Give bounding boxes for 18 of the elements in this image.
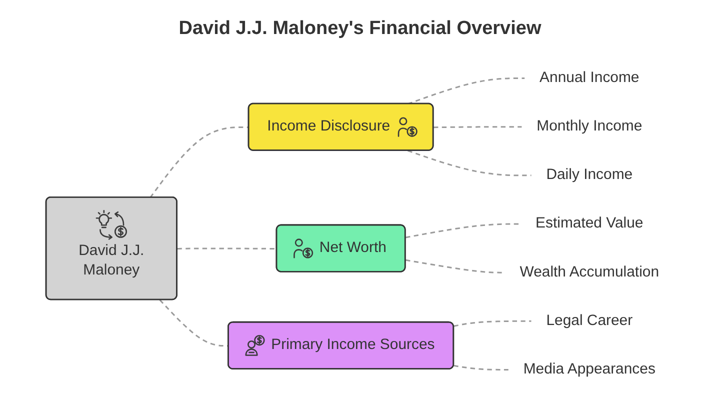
connector: [159, 299, 229, 347]
node-text: Daily Income: [546, 167, 633, 183]
node-text: Wealth Accumulation: [520, 264, 660, 280]
connector: [454, 364, 508, 370]
connector: [150, 126, 249, 198]
connector: [454, 320, 532, 327]
node-text: Media Appearances: [523, 361, 656, 378]
connector: [434, 126, 522, 128]
node-text: Monthly Income: [536, 118, 642, 134]
node-text: Annual Income: [540, 70, 640, 86]
connector: [405, 223, 521, 238]
connector: [177, 248, 277, 250]
title: David J.J. Maloney's Financial Overview: [178, 18, 542, 39]
connector: [408, 78, 525, 105]
node-text: Estimated Value: [536, 216, 644, 232]
node-text: Legal Career: [546, 312, 633, 329]
connector: [408, 150, 532, 176]
connector: [405, 259, 505, 274]
